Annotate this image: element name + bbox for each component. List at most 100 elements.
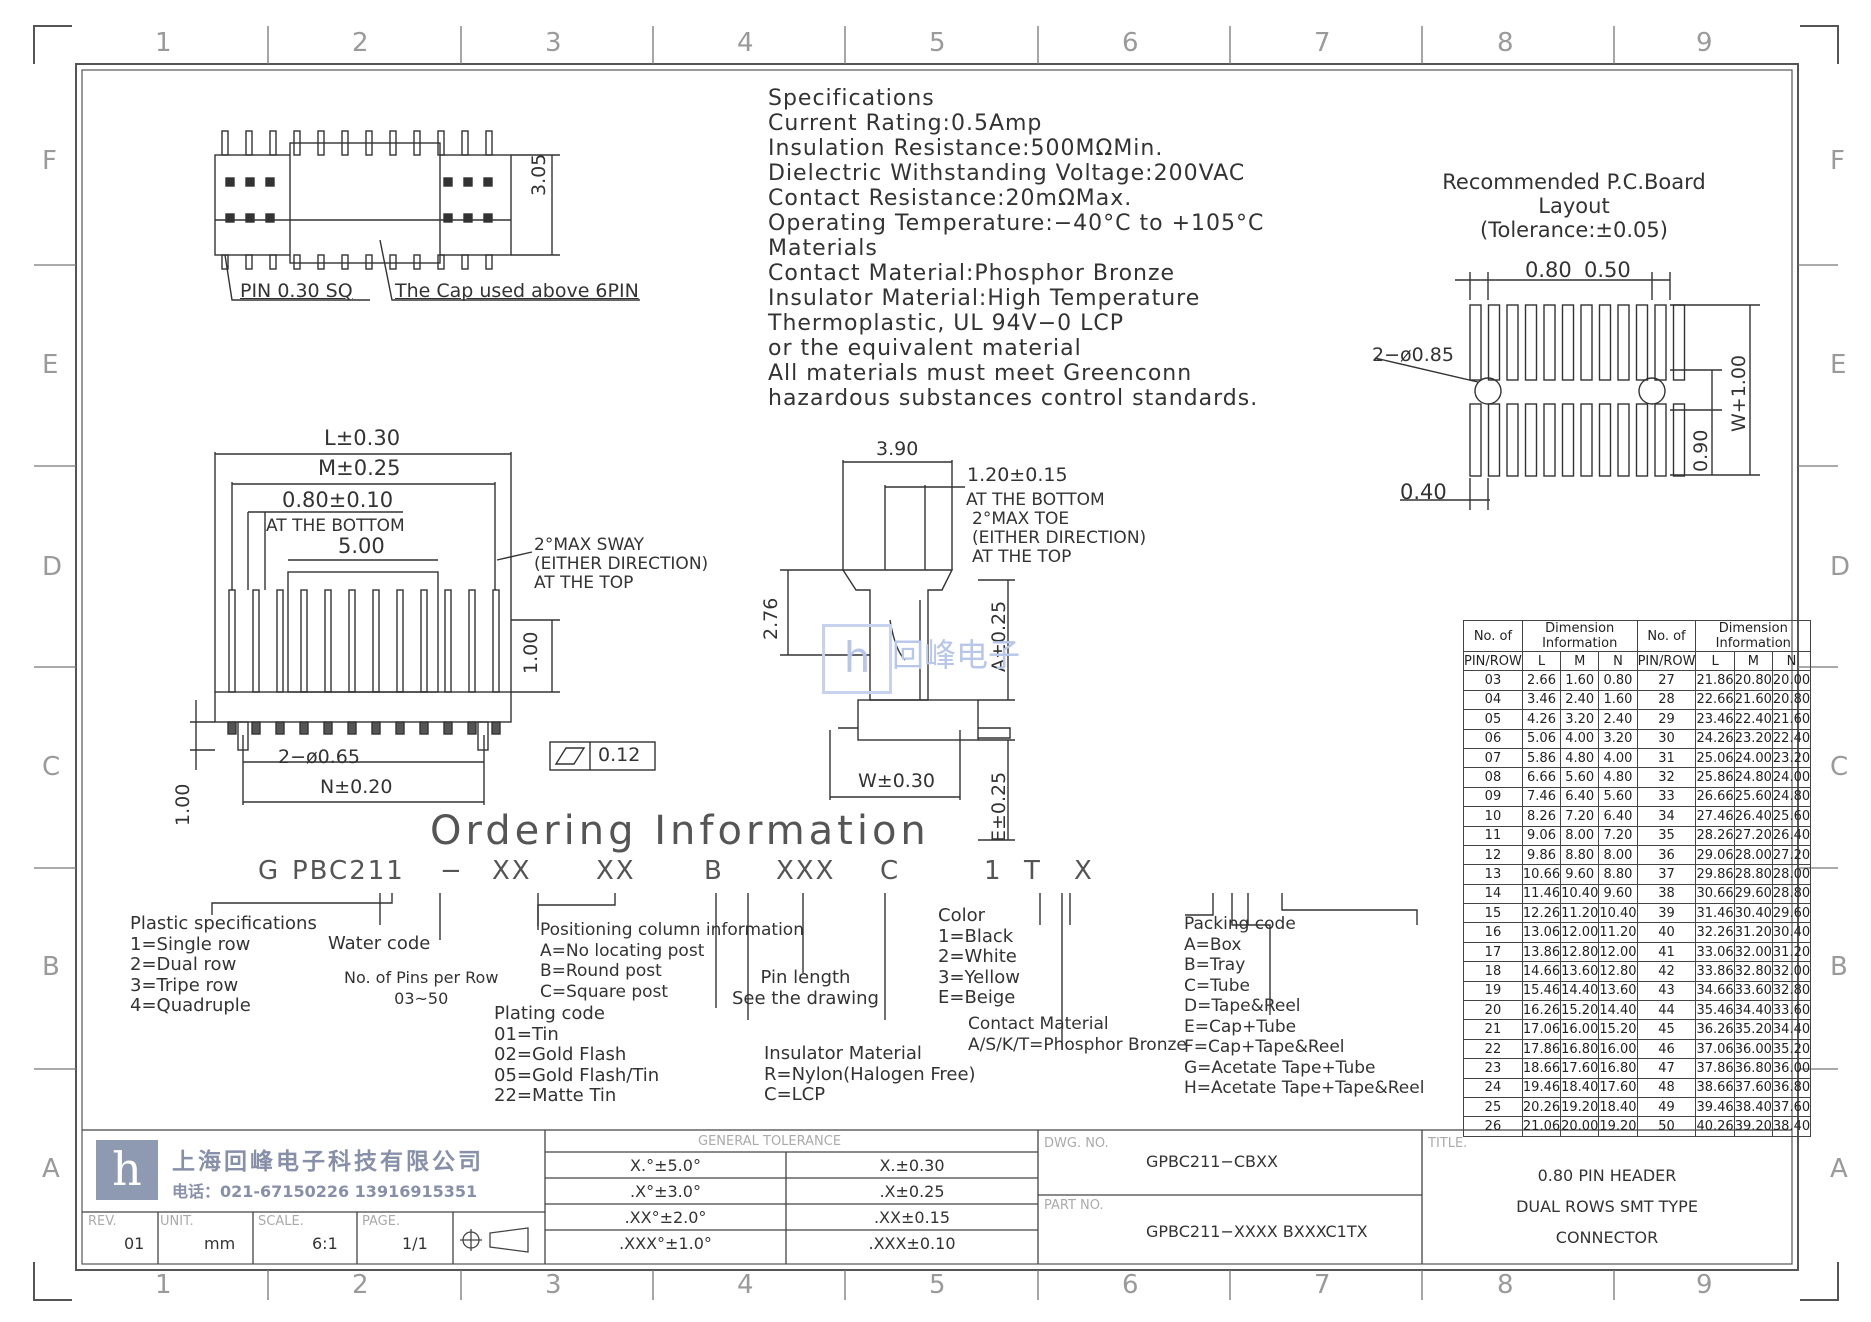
ordering-line: 2=White: [938, 946, 1017, 967]
table-cell: 4.80: [1560, 747, 1600, 769]
pin-foot: [467, 721, 477, 735]
pcb-pad: [1506, 403, 1519, 477]
pin: [245, 254, 253, 270]
spec-line: Dielectric Withstanding Voltage:200VAC: [768, 161, 1246, 186]
table-cell: 48: [1636, 1077, 1697, 1098]
table-cell: 29: [1636, 709, 1697, 730]
pin-foot: [299, 721, 309, 735]
table-cell: 35.20: [1733, 1019, 1773, 1040]
table-cell: 25: [1463, 1096, 1523, 1118]
table-cell: 29.06: [1695, 844, 1735, 866]
pcb-pad: [1524, 304, 1538, 381]
zone-row-b: B: [42, 952, 60, 982]
table-cell: 10.40: [1560, 883, 1600, 905]
table-cell: 2.66: [1521, 670, 1562, 691]
table-cell: 21.86: [1695, 670, 1735, 691]
pin: [461, 254, 469, 270]
ordering-code-pinlen: XXX: [776, 856, 836, 886]
table-cell: 6.40: [1598, 806, 1638, 827]
table-cell: 20: [1463, 1000, 1523, 1021]
pin: [324, 589, 332, 693]
pin-length-group: Pin length See the drawing: [732, 967, 879, 1009]
zone-col-3-bottom: 3: [545, 1270, 562, 1300]
table-cell: 28.80: [1733, 864, 1773, 885]
ordering-line: 1=Black: [938, 925, 1014, 947]
table-cell: 11.46: [1521, 883, 1562, 905]
header-pin-text: PIN/ROW: [1637, 653, 1696, 669]
table-cell: 19: [1463, 980, 1523, 1002]
table-cell: 13.60: [1598, 980, 1638, 1002]
table-cell: 20.80: [1733, 670, 1773, 691]
pcb-title-line: Recommended P.C.Board: [1442, 170, 1706, 194]
header-dim-left: Dimension Information: [1521, 620, 1638, 652]
dim-m: M±0.25: [318, 456, 401, 480]
table-cell: 31.20: [1771, 941, 1812, 963]
pcb-pad: [1543, 403, 1556, 477]
table-cell: 32: [1636, 767, 1697, 788]
header-pin-text: PIN/ROW: [1464, 653, 1522, 669]
table-cell: 9.86: [1521, 844, 1562, 866]
pin: [317, 254, 325, 270]
table-cell: 24.00: [1733, 747, 1773, 769]
header-n-right: N: [1771, 650, 1812, 672]
ordering-line: E=Cap+Tube: [1184, 1016, 1297, 1037]
pin: [228, 589, 236, 693]
table-cell: 33.60: [1771, 1000, 1812, 1021]
page-label: PAGE.: [362, 1214, 401, 1229]
table-cell: 12.80: [1560, 941, 1600, 963]
ordering-line: 3=Yellow: [938, 966, 1020, 988]
pin-size-label: PIN 0.30 SQ: [240, 280, 353, 302]
pin: [300, 589, 308, 693]
pin-square: [265, 213, 275, 223]
table-cell: 26.40: [1771, 825, 1812, 846]
header-n: N: [1598, 650, 1638, 672]
table-cell: 20.80: [1771, 689, 1812, 711]
table-cell: 30: [1636, 728, 1697, 749]
table-cell: 20.00: [1560, 1116, 1600, 1137]
table-cell: 9.60: [1560, 864, 1600, 885]
ordering-line: A/S/K/T=Phosphor Bronze: [968, 1034, 1187, 1055]
pin: [437, 130, 445, 156]
header-m: M: [1560, 650, 1600, 672]
zone-col-8-bottom: 8: [1497, 1270, 1514, 1300]
pin-square: [443, 213, 453, 223]
pcb-offset: 0.40: [1400, 480, 1447, 504]
zone-col-2-bottom: 2: [352, 1270, 369, 1300]
table-cell: 8.00: [1560, 825, 1600, 846]
table-cell: 23.46: [1695, 709, 1735, 730]
zone-col-3: 3: [545, 28, 562, 58]
table-cell: 24: [1463, 1077, 1523, 1098]
ordering-line: A=Box: [1184, 934, 1242, 955]
table-cell: 34: [1636, 806, 1697, 827]
title-label: TITLE.: [1428, 1136, 1468, 1151]
pin: [492, 589, 500, 693]
table-cell: 17.60: [1598, 1077, 1638, 1098]
table-cell: 16.26: [1521, 1000, 1562, 1021]
table-cell: 4.80: [1598, 767, 1638, 788]
plating-group: Plating code 01=Tin 02=Gold Flash 05=Gol…: [494, 1003, 659, 1107]
header-dim-right: Dimension Information: [1695, 620, 1812, 652]
pcb-pad: [1580, 403, 1593, 477]
front-view-base: [214, 691, 512, 723]
pin: [293, 254, 301, 270]
table-cell: 25.60: [1733, 786, 1773, 808]
pcb-pad: [1635, 304, 1649, 381]
pin: [276, 589, 284, 693]
table-cell: 9.60: [1598, 883, 1638, 905]
pcb-title-line: Layout: [1538, 194, 1610, 218]
table-cell: 18.66: [1521, 1058, 1562, 1079]
zone-row-d: D: [42, 552, 63, 582]
pin: [389, 130, 397, 156]
zone-col-9: 9: [1696, 28, 1713, 58]
table-cell: 3.20: [1598, 728, 1638, 749]
zone-row-f-right: F: [1830, 146, 1845, 176]
table-cell: 13.06: [1521, 922, 1562, 943]
table-cell: 37.60: [1771, 1096, 1812, 1118]
ordering-line: 4=Quadruple: [130, 995, 251, 1016]
pcb-pitch: 0.80: [1525, 258, 1572, 282]
